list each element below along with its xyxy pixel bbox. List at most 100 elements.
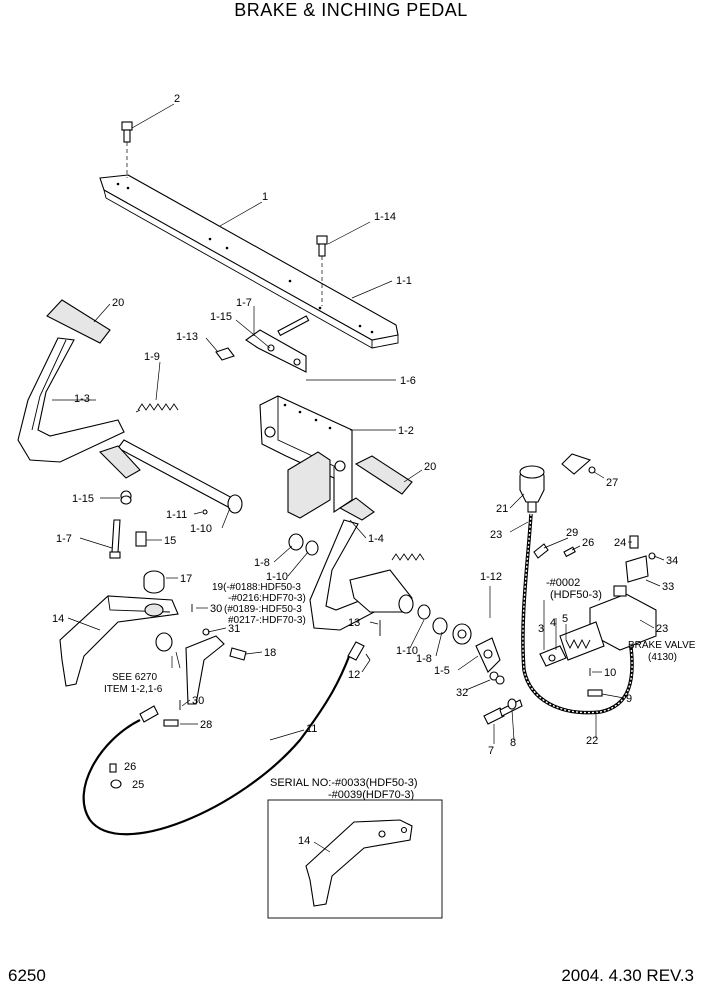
spring-part: [135, 403, 179, 413]
brake-cable-part: [82, 620, 381, 836]
fitting-part: [533, 535, 656, 560]
inset-serial-note: -#0039(HDF70-3): [328, 789, 414, 801]
callout-label: 34: [666, 555, 678, 567]
bolt-part: [109, 495, 147, 559]
callout-label: 18: [264, 647, 276, 659]
callout-label: 22: [586, 735, 598, 747]
callout-label: 14: [52, 613, 64, 625]
callout-label: 10: [604, 667, 616, 679]
callout-label: 32: [456, 687, 468, 699]
callout-label: 20: [112, 297, 124, 309]
callout-label: 26: [582, 537, 594, 549]
callout-label: 15: [164, 535, 176, 547]
callout-label: 25: [132, 779, 144, 791]
callout-label: 29: [566, 527, 578, 539]
bushing-part: [288, 533, 472, 645]
callout-label: 33: [662, 581, 674, 593]
callout-label: 1-12: [480, 571, 502, 583]
spring-part: [391, 553, 425, 561]
callouts: 2 1 1-14 1-1 1-7 1-15 1-13 1-6 1-9 1-3 2…: [52, 93, 678, 847]
bolt-part: [316, 235, 328, 306]
callout-label: 26: [124, 761, 136, 773]
reference-note: ITEM 1-2,1-6: [104, 684, 163, 695]
callout-label: 8: [510, 737, 516, 749]
callout-label: 1-1: [396, 275, 412, 287]
inching-pedal-arm-part: [309, 497, 414, 631]
callout-label: 1-4: [368, 533, 384, 545]
fitting-part: [109, 763, 122, 789]
pedal-housing-part: [259, 395, 353, 519]
callout-label: 1-10: [396, 645, 418, 657]
lever-part: [475, 637, 505, 685]
callout-label: 1-7: [236, 297, 252, 309]
page-number: 6250: [8, 966, 46, 985]
pin-part: [163, 604, 193, 727]
callout-label: 1: [262, 191, 268, 203]
callout-label: 21: [496, 503, 508, 515]
serial-note: (#0189-:HDF50-3: [224, 604, 302, 615]
callout-label: 14: [298, 835, 310, 847]
callout-label: 1-14: [374, 211, 396, 223]
serial-note: (HDF50-3): [550, 589, 602, 601]
brake-hose-part: [521, 513, 634, 715]
reference-note: SEE 6270: [112, 672, 157, 683]
lever-bracket-part: [59, 570, 179, 687]
callout-label: 1-8: [254, 557, 270, 569]
callout-label: 1-3: [74, 393, 90, 405]
callout-label: 28: [200, 719, 212, 731]
callout-label: 30: [192, 695, 204, 707]
brake-valve-part: [539, 555, 657, 697]
pedal-shaft-part: [98, 439, 243, 515]
callout-label: 17: [180, 573, 192, 585]
callout-label: 1-2: [398, 425, 414, 437]
callout-label: 24: [614, 537, 626, 549]
bolt-part: [483, 698, 523, 725]
callout-label: 13: [348, 617, 360, 629]
revision-date: 2004. 4.30 REV.3: [561, 966, 694, 985]
serial-note: #0217-:HDF70-3): [228, 615, 306, 626]
callout-label: 4: [550, 617, 556, 629]
bracket-part: [215, 315, 310, 373]
bolt-part: [121, 121, 133, 178]
callout-label: 1-10: [266, 571, 288, 583]
notes: 19(-#0188:HDF50-3 -#0216:HDF70-3) (#0189…: [104, 577, 696, 801]
callout-label: 1-6: [400, 375, 416, 387]
serial-note: -#0216:HDF70-3): [228, 593, 306, 604]
callout-label: 20: [424, 461, 436, 473]
callout-label: 1-9: [144, 351, 160, 363]
brake-valve-note: (4130): [648, 652, 677, 663]
page-title: BRAKE & INCHING PEDAL: [234, 0, 468, 20]
leader-lines: [52, 103, 665, 853]
callout-label: 1-8: [416, 653, 432, 665]
callout-label: 1-13: [176, 331, 198, 343]
serial-note: -#0002: [546, 577, 580, 589]
callout-label: 9: [626, 693, 632, 705]
callout-label: 5: [562, 613, 568, 625]
callout-label: 27: [606, 477, 618, 489]
callout-label: 31: [228, 623, 240, 635]
callout-label: 1-5: [434, 665, 450, 677]
pedal-pad-part: [354, 455, 413, 495]
brake-pedal-arm-part: [17, 299, 125, 463]
brake-reservoir-part: [519, 453, 596, 513]
callout-label: 1-11: [166, 509, 187, 521]
callout-label: 2: [174, 93, 180, 105]
brake-valve-note: BRAKE VALVE: [628, 640, 696, 651]
callout-label: 1-10: [190, 523, 212, 535]
serial-inset-box: [267, 799, 443, 919]
callout-label: 23: [656, 623, 668, 635]
callout-label: 7: [488, 745, 494, 757]
callout-label: 30: [210, 603, 222, 615]
callout-label: 1-15: [210, 311, 232, 323]
callout-label: 1-7: [56, 533, 72, 545]
callout-label: 1-15: [72, 493, 94, 505]
serial-note: 19(-#0188:HDF50-3: [212, 582, 301, 593]
callout-label: 3: [538, 623, 544, 635]
link-part: [155, 628, 247, 705]
inset-serial-note: SERIAL NO:-#0033(HDF50-3): [270, 777, 418, 789]
callout-label: 23: [490, 529, 502, 541]
callout-label: 11: [306, 723, 317, 735]
callout-label: 12: [348, 669, 360, 681]
top-plate-part: [99, 174, 399, 349]
